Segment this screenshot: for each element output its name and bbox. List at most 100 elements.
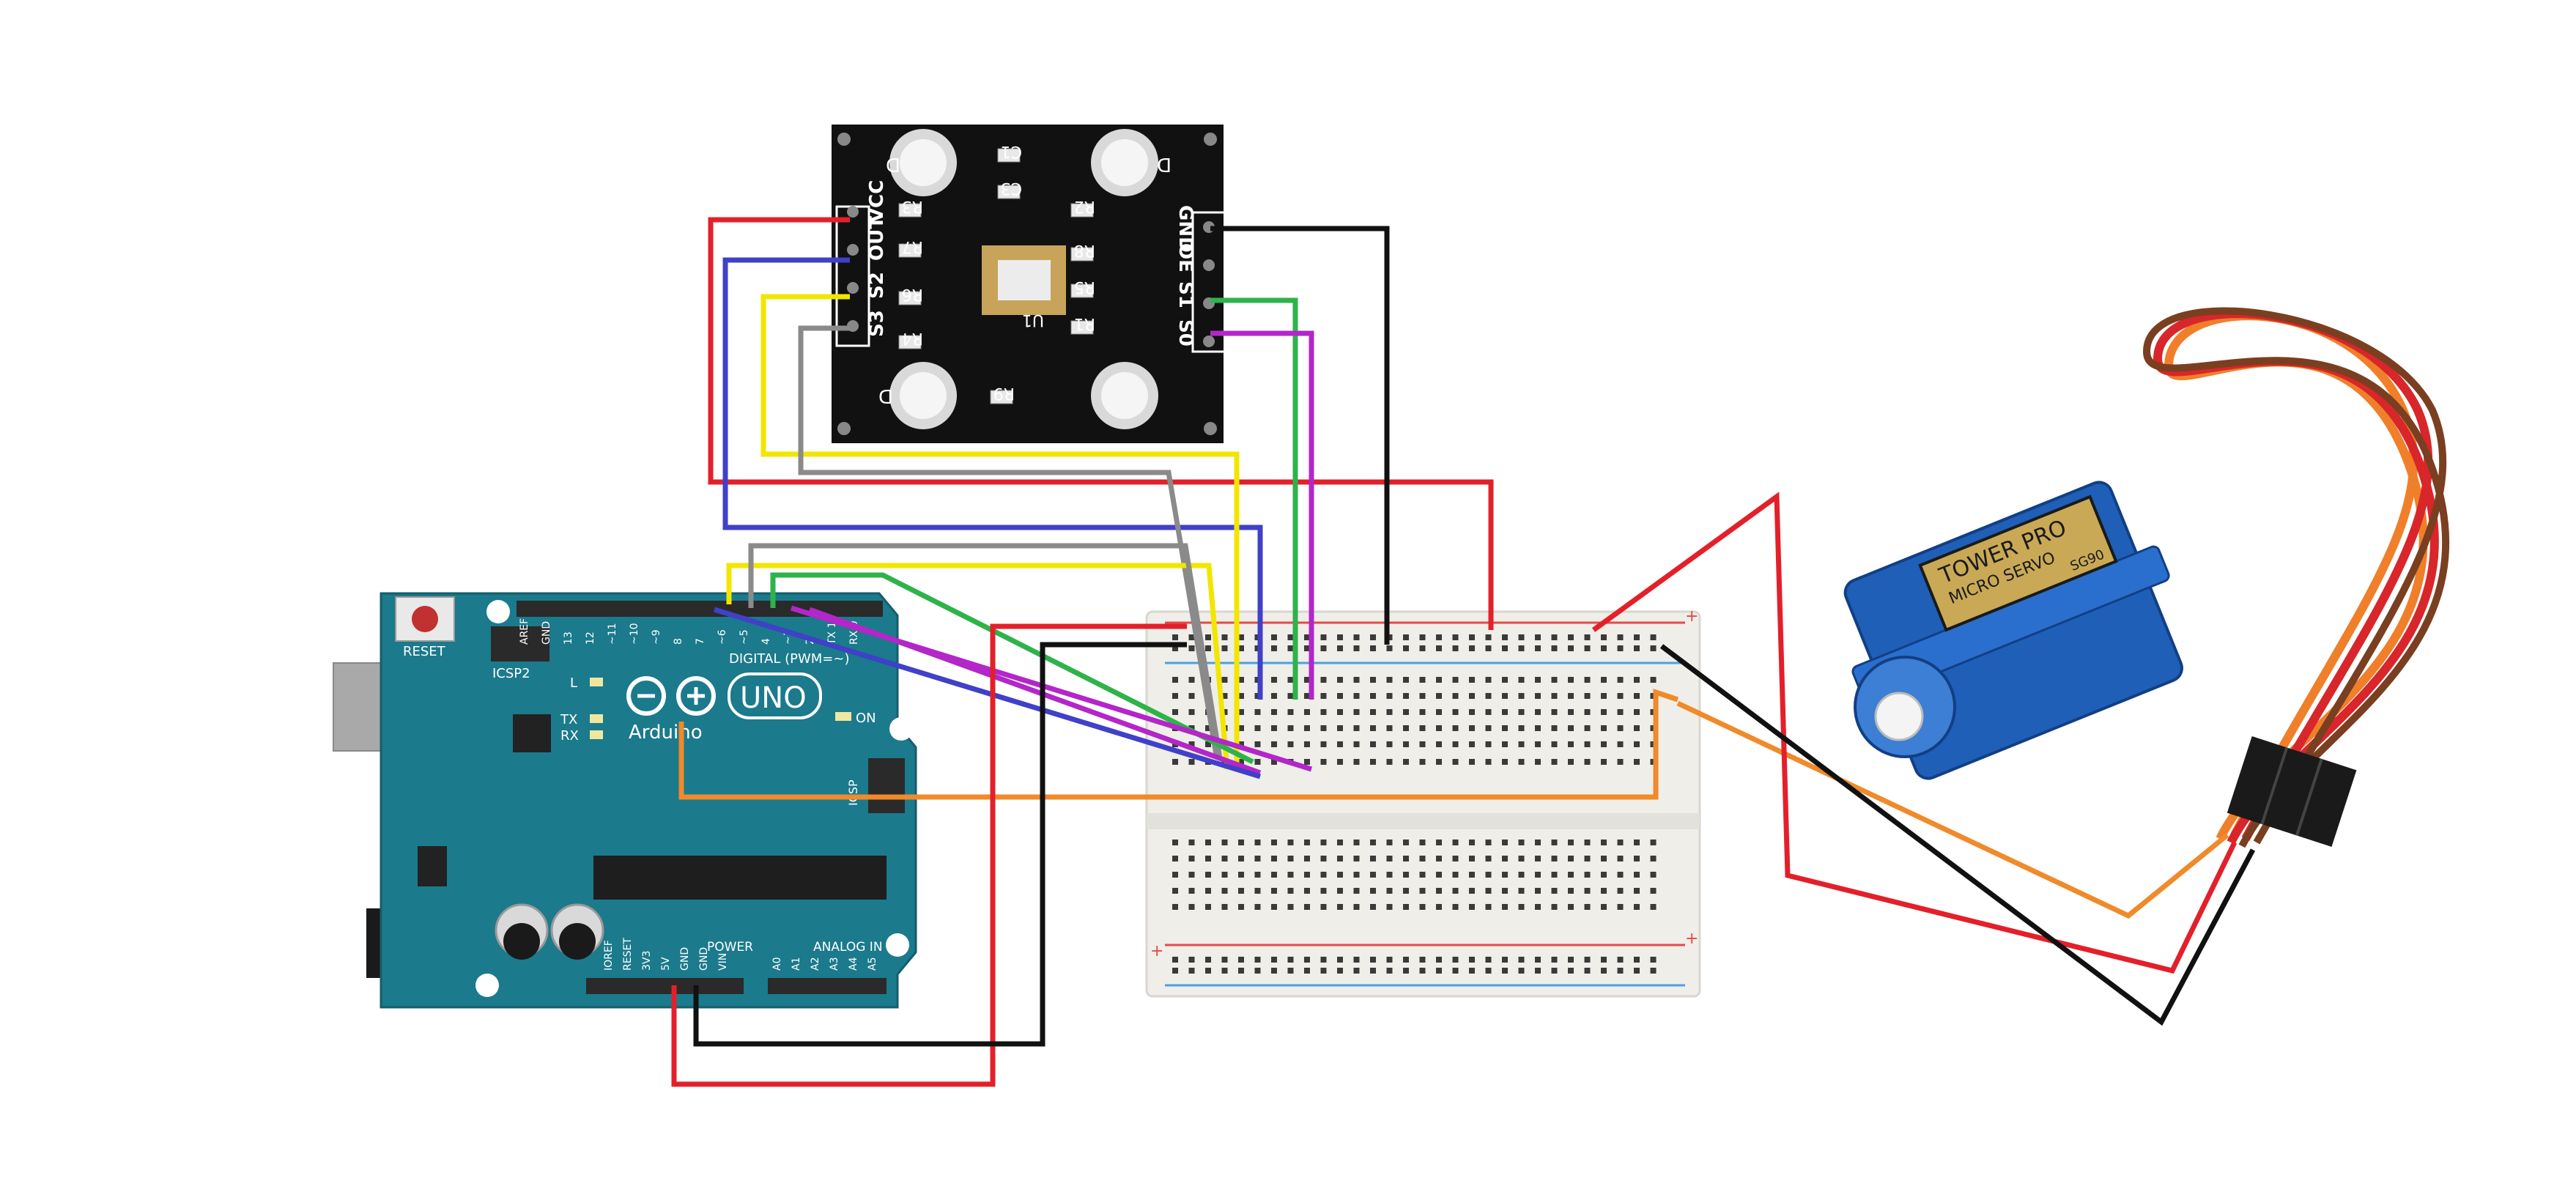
sensor-component-r5 bbox=[1070, 284, 1094, 298]
breadboard-hole bbox=[1568, 856, 1574, 861]
breadboard-hole bbox=[1353, 840, 1360, 845]
rx-label: RX bbox=[560, 728, 579, 744]
breadboard-hole bbox=[1601, 677, 1607, 683]
breadboard-hole bbox=[1254, 759, 1261, 765]
icsp-header bbox=[868, 758, 905, 813]
breadboard-hole bbox=[1172, 856, 1178, 861]
breadboard-hole bbox=[1271, 677, 1277, 683]
breadboard-hole bbox=[1172, 645, 1178, 651]
breadboard-hole bbox=[1254, 968, 1261, 974]
breadboard-hole bbox=[1502, 856, 1508, 861]
breadboard-hole bbox=[1403, 759, 1409, 765]
sensor-pin-label: OE bbox=[1174, 243, 1196, 273]
breadboard-hole bbox=[1337, 957, 1343, 963]
sensor-pin bbox=[1203, 259, 1215, 271]
breadboard-hole bbox=[1568, 957, 1574, 963]
sensor-pin bbox=[847, 282, 859, 294]
breadboard-hole bbox=[1551, 840, 1558, 845]
breadboard-hole bbox=[1304, 856, 1310, 861]
breadboard-hole bbox=[1518, 888, 1525, 894]
breadboard-hole bbox=[1403, 645, 1409, 651]
breadboard-hole bbox=[1287, 693, 1294, 699]
breadboard-hole bbox=[1634, 840, 1640, 845]
breadboard-hole bbox=[1452, 856, 1459, 861]
breadboard-hole bbox=[1337, 759, 1343, 765]
breadboard-hole bbox=[1436, 677, 1442, 683]
breadboard-hole bbox=[1535, 968, 1541, 974]
breadboard-hole bbox=[1172, 709, 1178, 715]
breadboard-hole bbox=[1254, 709, 1261, 715]
reset-button-cap[interactable] bbox=[412, 606, 438, 632]
breadboard-hole bbox=[1188, 856, 1195, 861]
breadboard-hole bbox=[1238, 725, 1244, 731]
breadboard-hole bbox=[1304, 693, 1310, 699]
breadboard-hole bbox=[1403, 725, 1409, 731]
power-pin-label: RESET bbox=[622, 938, 634, 971]
wire-s2-yellow bbox=[760, 294, 1240, 769]
breadboard-hole bbox=[1353, 856, 1360, 861]
breadboard-hole bbox=[1337, 888, 1343, 894]
breadboard-hole bbox=[1469, 759, 1475, 765]
breadboard-hole bbox=[1386, 677, 1393, 683]
breadboard-hole bbox=[1271, 725, 1277, 731]
breadboard-hole bbox=[1304, 677, 1310, 683]
breadboard-hole bbox=[1452, 957, 1459, 963]
breadboard-hole bbox=[1419, 677, 1426, 683]
breadboard-hole bbox=[1535, 957, 1541, 963]
wire-out-blue bbox=[722, 257, 1263, 700]
sensor-pin-label: S1 bbox=[1174, 281, 1196, 308]
breadboard-hole bbox=[1370, 968, 1376, 974]
breadboard-hole bbox=[1551, 725, 1558, 731]
breadboard-hole bbox=[1320, 872, 1327, 878]
breadboard-hole bbox=[1452, 759, 1459, 765]
breadboard-hole bbox=[1452, 725, 1459, 731]
breadboard-hole bbox=[1436, 709, 1442, 715]
breadboard-hole bbox=[1370, 840, 1376, 845]
breadboard-hole bbox=[1304, 968, 1310, 974]
breadboard-hole bbox=[1205, 888, 1211, 894]
breadboard-hole bbox=[1436, 872, 1442, 878]
on-led bbox=[835, 712, 851, 721]
breadboard-hole bbox=[1634, 741, 1640, 747]
sensor-component-label: R2 bbox=[1074, 197, 1095, 215]
breadboard-hole bbox=[1188, 693, 1195, 699]
digital-label: DIGITAL (PWM=~) bbox=[729, 651, 849, 667]
breadboard-hole bbox=[1320, 741, 1327, 747]
breadboard-hole bbox=[1238, 904, 1244, 910]
breadboard-hole bbox=[1568, 677, 1574, 683]
breadboard-hole bbox=[1535, 709, 1541, 715]
breadboard-hole bbox=[1386, 693, 1393, 699]
breadboard-hole bbox=[1337, 741, 1343, 747]
sensor-component-label: R4 bbox=[902, 329, 923, 347]
breadboard-hole bbox=[1419, 904, 1426, 910]
breadboard-hole bbox=[1601, 645, 1607, 651]
power-pin-label: 5V bbox=[660, 957, 672, 971]
digital-pin-label: ~10 bbox=[629, 623, 640, 645]
analog-pin-label: A5 bbox=[867, 957, 878, 971]
breadboard-hole bbox=[1320, 856, 1327, 861]
led-label: D bbox=[886, 153, 900, 175]
wire-d-blue bbox=[713, 607, 1262, 779]
voltage-regulator bbox=[418, 846, 447, 886]
breadboard-hole bbox=[1238, 634, 1244, 640]
breadboard-hole bbox=[1634, 759, 1640, 765]
breadboard-hole bbox=[1221, 856, 1228, 861]
breadboard-holes bbox=[1172, 634, 1657, 974]
breadboard-hole bbox=[1584, 968, 1591, 974]
wire-d-gray bbox=[748, 543, 1223, 759]
breadboard-hole bbox=[1502, 968, 1508, 974]
breadboard-hole bbox=[1304, 634, 1310, 640]
breadboard-hole bbox=[1238, 957, 1244, 963]
breadboard-hole bbox=[1617, 709, 1624, 715]
breadboard-hole bbox=[1403, 957, 1409, 963]
breadboard-hole bbox=[1419, 693, 1426, 699]
mount-hole bbox=[486, 600, 510, 623]
breadboard-hole bbox=[1584, 840, 1591, 845]
breadboard-hole bbox=[1551, 634, 1558, 640]
breadboard-hole bbox=[1617, 677, 1624, 683]
breadboard-hole bbox=[1601, 709, 1607, 715]
breadboard-hole bbox=[1518, 634, 1525, 640]
breadboard-hole bbox=[1238, 645, 1244, 651]
